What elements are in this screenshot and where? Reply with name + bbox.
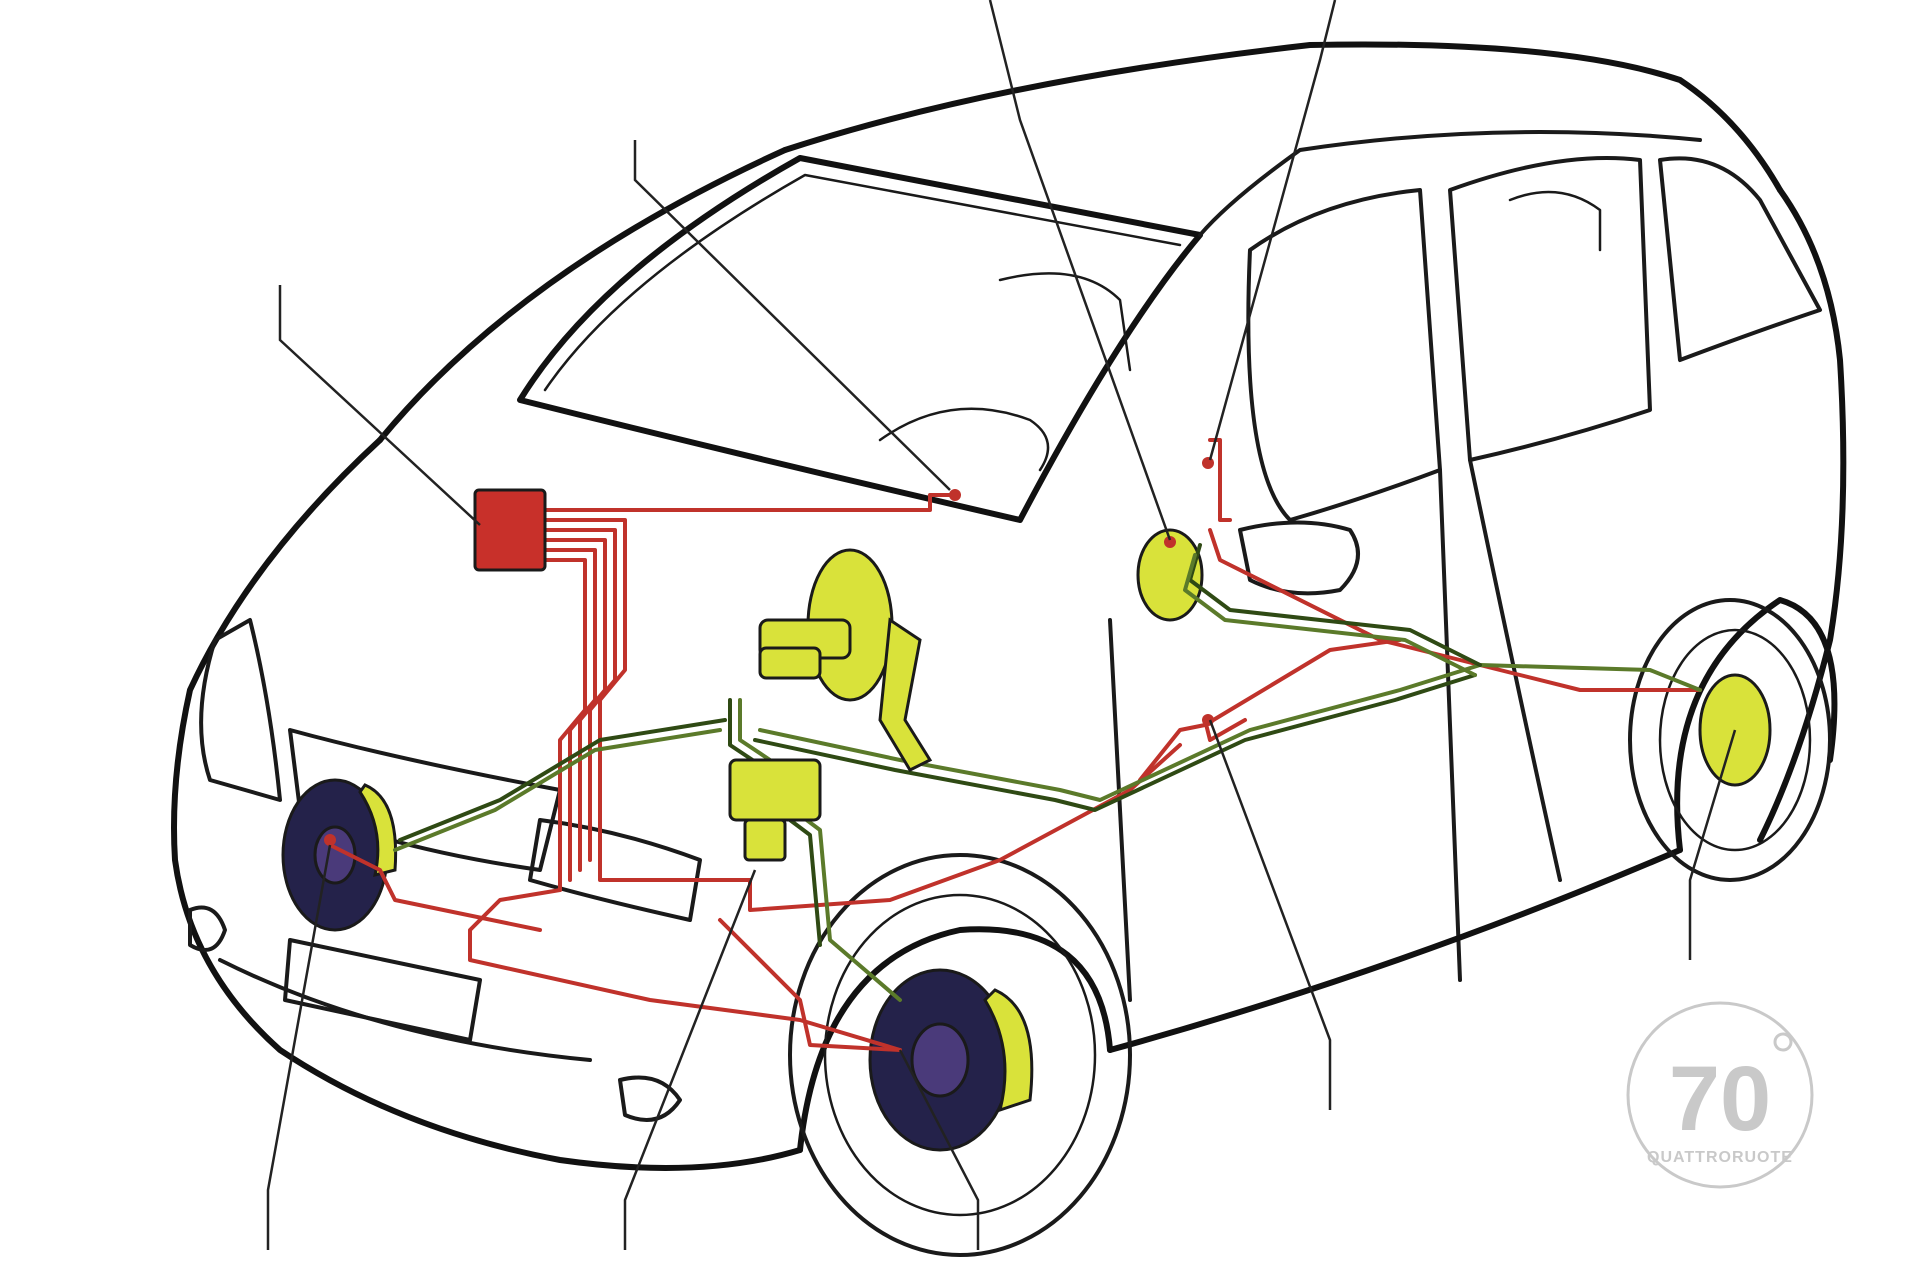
- front-right-hub: [910, 1022, 970, 1098]
- watermark-circle-icon: [1626, 1001, 1814, 1189]
- leader-dashboard-sensor: [633, 140, 951, 491]
- left-headlight: [199, 618, 282, 802]
- rear-door-line: [1468, 458, 1562, 882]
- hydraulic-modulator: [728, 758, 822, 822]
- front-door-edge: [1108, 618, 1132, 1002]
- front-door-window: [1246, 188, 1442, 522]
- fog-light-left: [188, 905, 227, 952]
- watermark-brand: QUATTRORUOTE: [1647, 1149, 1793, 1166]
- leader-lateral-sensor: [1208, 719, 1332, 1110]
- rear-right-tire: [1628, 598, 1832, 882]
- leader-front-left-disc: [266, 844, 332, 1250]
- front-right-brake-caliper: [983, 988, 1034, 1113]
- steering-wheel: [878, 407, 1050, 472]
- hood-line: [377, 147, 788, 443]
- sensor-dot-front-left: [324, 834, 336, 846]
- windshield-inner: [543, 173, 1182, 392]
- callout-leaders: [266, 0, 1737, 1250]
- front-right-rim: [823, 893, 1097, 1217]
- number-plate: [283, 938, 482, 1042]
- sensor-dot-rear-left: [1164, 536, 1176, 548]
- brake-components: [473, 488, 933, 862]
- roof-line: [782, 41, 1783, 193]
- car-body-outline: [171, 41, 1847, 1171]
- rear-seat-outline: [1508, 190, 1602, 252]
- rear-left-brake-drum: [1136, 528, 1204, 622]
- watermark-degree-icon: [1773, 1032, 1793, 1052]
- sensor-dot-dashboard: [949, 489, 961, 501]
- fog-light-right: [618, 1075, 682, 1122]
- sensor-dot-yaw: [1202, 457, 1214, 469]
- rear-door-window: [1448, 156, 1652, 462]
- rear-right-rim: [1658, 628, 1812, 852]
- modulator-valve-block: [743, 818, 787, 862]
- fluid-reservoir: [758, 646, 822, 680]
- watermark-number: 70: [1669, 1048, 1771, 1150]
- leader-ecu: [278, 285, 481, 526]
- side-mirror: [1238, 520, 1360, 596]
- leader-rear-right-drum: [1688, 729, 1737, 960]
- right-headlight: [528, 818, 702, 922]
- watermark: 70 QUATTRORUOTE: [1626, 1001, 1814, 1189]
- front-left-brake-caliper: [358, 783, 398, 878]
- rear-quarter-window: [1658, 156, 1822, 362]
- front-wheels: [281, 778, 1132, 1257]
- hydraulic-lines-green: [393, 543, 1702, 1002]
- brake-pedal-bracket: [878, 617, 933, 772]
- rocker-panel: [1107, 847, 1683, 1053]
- windshield: [517, 155, 1203, 523]
- rear-body: [1757, 187, 1847, 843]
- rear-wheel-arch: [1674, 597, 1838, 853]
- leader-yaw-sensor: [1208, 0, 1337, 461]
- front-right-tire: [788, 853, 1132, 1257]
- b-pillar: [1438, 468, 1462, 982]
- leader-modulator: [623, 869, 757, 1250]
- front-wheel-arch: [797, 926, 1113, 1153]
- leader-front-right-disc: [898, 1049, 980, 1250]
- leader-rear-left-sensor: [988, 0, 1172, 541]
- a-pillar: [1198, 130, 1702, 237]
- abs-control-unit: [473, 488, 547, 572]
